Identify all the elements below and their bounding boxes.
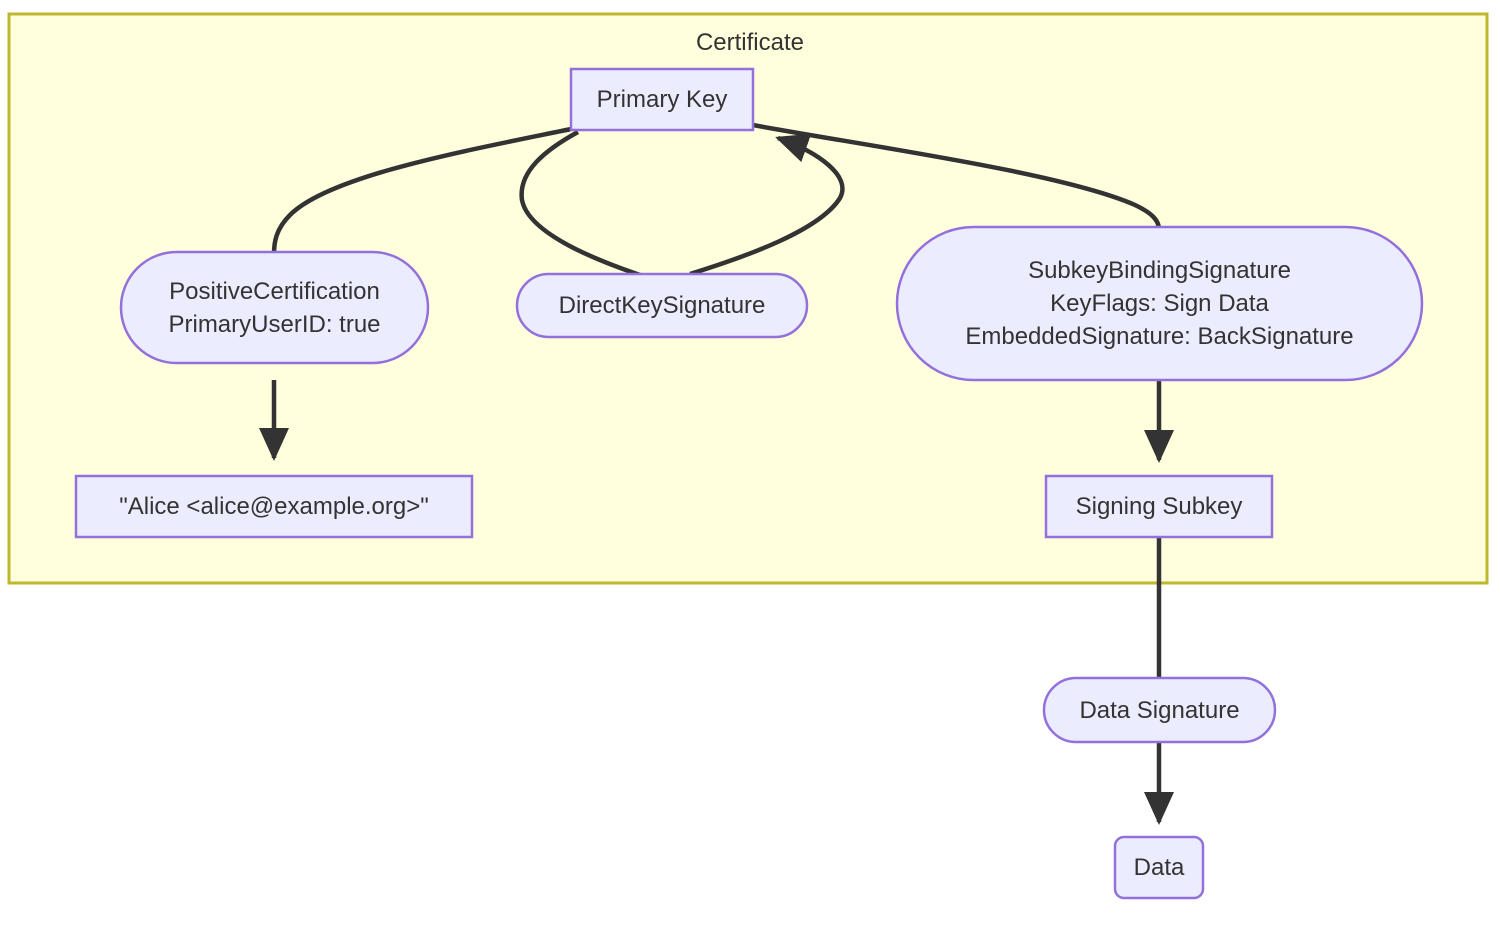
edge-primarykey-directkeysignature <box>519 130 641 278</box>
node-subkey-binding-signature[interactable] <box>895 225 1424 382</box>
subgraph-title-certificate: Certificate <box>695 29 805 56</box>
edge-primarykey-positivecertification <box>271 126 572 255</box>
node-data[interactable] <box>1113 835 1205 900</box>
node-signing-subkey[interactable] <box>1044 474 1274 539</box>
node-primary-key[interactable] <box>569 67 755 132</box>
node-data-signature[interactable] <box>1042 676 1277 744</box>
edge-directkeysignature-primarykey <box>689 133 845 277</box>
node-positive-certification[interactable] <box>119 250 430 365</box>
node-user-id[interactable] <box>74 474 474 539</box>
node-direct-key-signature[interactable] <box>515 272 809 339</box>
edge-primarykey-subkeybindingsignature <box>752 122 1162 229</box>
